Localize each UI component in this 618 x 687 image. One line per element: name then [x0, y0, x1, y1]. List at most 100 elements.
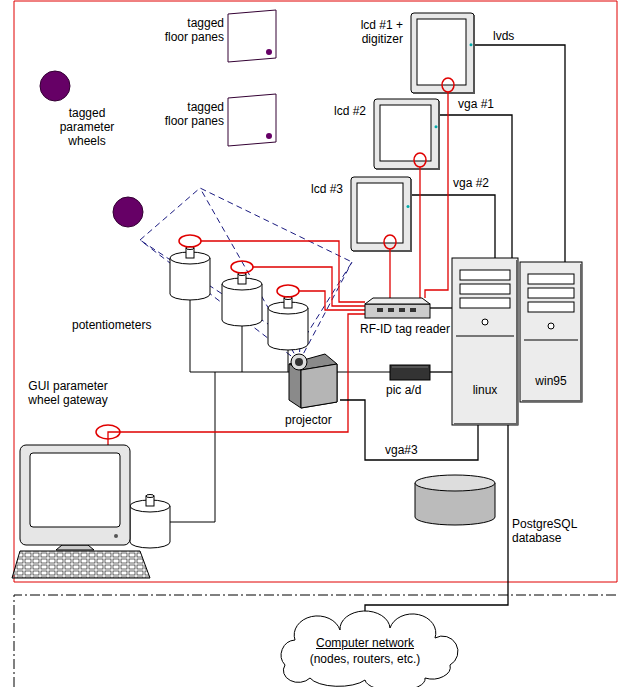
lcd-display: lcd #1 + digitizer	[410, 12, 475, 94]
lcd-display-outline	[373, 98, 440, 170]
server-tower-outline-part	[482, 319, 488, 325]
connector-wire	[365, 425, 508, 620]
lcd-display-outline-part	[470, 43, 473, 46]
lcd-display-outline-part	[351, 177, 411, 251]
part-label: tagged floor panes	[162, 100, 224, 128]
rfid-reader-outline-part	[410, 308, 416, 312]
server-tower-outline-part	[460, 284, 510, 294]
gateway-computer-outline-part	[114, 534, 118, 538]
floor-pane-part	[228, 10, 276, 62]
server-tower-outline-part	[528, 302, 574, 312]
server-tower-outline-part	[520, 262, 582, 402]
connector-wire	[412, 195, 495, 258]
rfid-antenna-part	[277, 285, 299, 297]
lcd-display-outline-part	[353, 179, 411, 251]
rfid-reader: RF-ID tag reader	[365, 298, 430, 318]
lcd-display-outline-part	[380, 105, 431, 161]
gateway-computer: GUI parameter wheel gateway	[20, 445, 130, 545]
connector-wire	[108, 314, 365, 445]
part-label: tagged parameter wheels	[55, 106, 119, 148]
server-tower-outline-part	[456, 336, 514, 337]
projector-outline-part	[291, 354, 307, 370]
node-label: Computer network	[316, 636, 414, 650]
node-label: lcd #3	[295, 182, 343, 196]
server-tower-outline-part	[522, 264, 581, 401]
adc-board: pic a/d	[390, 365, 430, 380]
gateway-computer-outline	[20, 445, 130, 545]
network-cloud-outline-part	[281, 611, 458, 687]
potentiometer	[130, 495, 170, 549]
antenna-wire-part	[253, 267, 365, 306]
adc-board-outline-part	[392, 367, 428, 368]
node-label: (nodes, routers, etc.)	[310, 652, 421, 666]
connector-wire	[430, 307, 452, 308]
rfid-antenna	[96, 235, 299, 439]
database-cylinder-outline	[415, 475, 495, 525]
monitor-stand	[56, 545, 94, 550]
gateway-computer-outline-part	[20, 445, 130, 545]
connector-wire	[419, 170, 420, 298]
server-tower-outline-part	[454, 260, 517, 424]
node-label: linux	[473, 383, 498, 397]
rfid-reader-outline	[365, 298, 430, 318]
server-tower-outline-part	[528, 288, 574, 298]
database-cylinder: PostgreSQL database	[415, 475, 495, 525]
signal-label: vga #2	[453, 176, 489, 190]
rfid-reader-outline-part	[365, 304, 430, 318]
projector-outline-part	[289, 354, 337, 408]
connector-wire	[475, 45, 565, 262]
lcd-display-outline-part	[407, 205, 410, 208]
floor-pane-part	[266, 49, 272, 55]
server-tower-outline-part	[460, 298, 510, 308]
server-tower-outline-part	[548, 323, 554, 329]
lcd-display-outline-part	[384, 235, 396, 249]
rfid-reader-outline-part	[377, 308, 383, 312]
node-label: projector	[285, 413, 345, 427]
projection-beam	[140, 188, 352, 362]
adc-board-outline	[390, 365, 430, 380]
rfid-reader-outline-part	[365, 298, 430, 304]
projector-outline-part	[295, 358, 303, 366]
server-tower: linux	[452, 258, 518, 425]
parameter-wheel	[40, 71, 70, 101]
signal-label: lvds	[493, 29, 514, 43]
floor-pane	[228, 94, 276, 146]
connector-wire	[430, 371, 452, 372]
potentiometer	[268, 297, 308, 351]
floor-pane	[228, 10, 276, 62]
signal-label: vga #1	[458, 97, 494, 111]
part-label: tagged floor panes	[162, 16, 224, 44]
room-boundary	[14, 1, 617, 582]
lcd-display-outline	[350, 176, 412, 252]
server-tower-outline-part	[460, 270, 510, 280]
node-label: lcd #2	[318, 104, 366, 118]
lcd-display-outline-part	[376, 101, 439, 169]
lcd-display-outline	[410, 12, 475, 94]
lcd-display-outline-part	[411, 13, 474, 93]
projector-outline-part	[289, 364, 337, 408]
antenna-wire-part	[299, 291, 365, 310]
rfid-antenna-part	[179, 235, 201, 247]
projector: projector	[285, 350, 340, 410]
node-label: PostgreSQL database	[512, 517, 587, 545]
node-label: GUI parameter wheel gateway	[18, 379, 118, 407]
parameter-wheel	[113, 197, 143, 227]
server-tower-outline-part	[524, 340, 578, 341]
network-cloud: Computer network (nodes, routers, etc.)	[265, 620, 465, 682]
server-tower: win95	[520, 262, 582, 402]
lcd-display-outline-part	[357, 183, 403, 243]
lcd-display-outline-part	[435, 125, 438, 128]
database-cylinder-outline-part	[415, 475, 495, 491]
lcd-display-outline-part	[413, 15, 474, 93]
node-label: win95	[535, 374, 566, 388]
projector-outline	[285, 350, 340, 410]
sensor-wire-part	[170, 372, 215, 522]
node-label: pic a/d	[386, 383, 436, 397]
connector-wire	[389, 252, 390, 298]
network-cloud-outline	[265, 620, 465, 682]
rfid-reader-outline-part	[399, 308, 405, 312]
rfid-reader-outline-part	[388, 308, 394, 312]
server-tower-outline-part	[452, 258, 518, 425]
server-tower-outline-part	[528, 274, 574, 284]
